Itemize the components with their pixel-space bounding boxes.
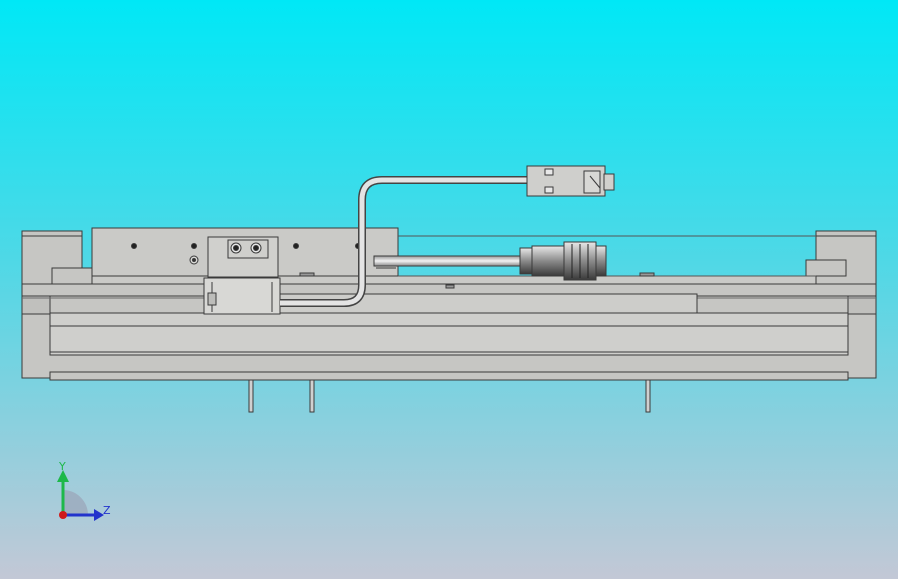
axis-triad: Y Z	[57, 460, 111, 521]
top-cover-strip	[91, 275, 817, 285]
rail-inner-track	[49, 312, 849, 356]
actuator-model[interactable]	[21, 165, 877, 413]
signal-cable	[280, 176, 528, 307]
motor	[519, 241, 607, 281]
z-axis-label: Z	[103, 504, 111, 517]
cable-connector	[526, 165, 615, 197]
rail-bottom-lip	[49, 371, 849, 381]
y-axis-label: Y	[58, 460, 66, 473]
end-cap-right	[805, 230, 877, 285]
sensor-bracket	[203, 236, 281, 315]
x-axis-origin	[59, 511, 67, 519]
motor-shaft	[373, 255, 525, 269]
end-cap-left	[21, 230, 93, 285]
rail-marks	[299, 272, 655, 289]
